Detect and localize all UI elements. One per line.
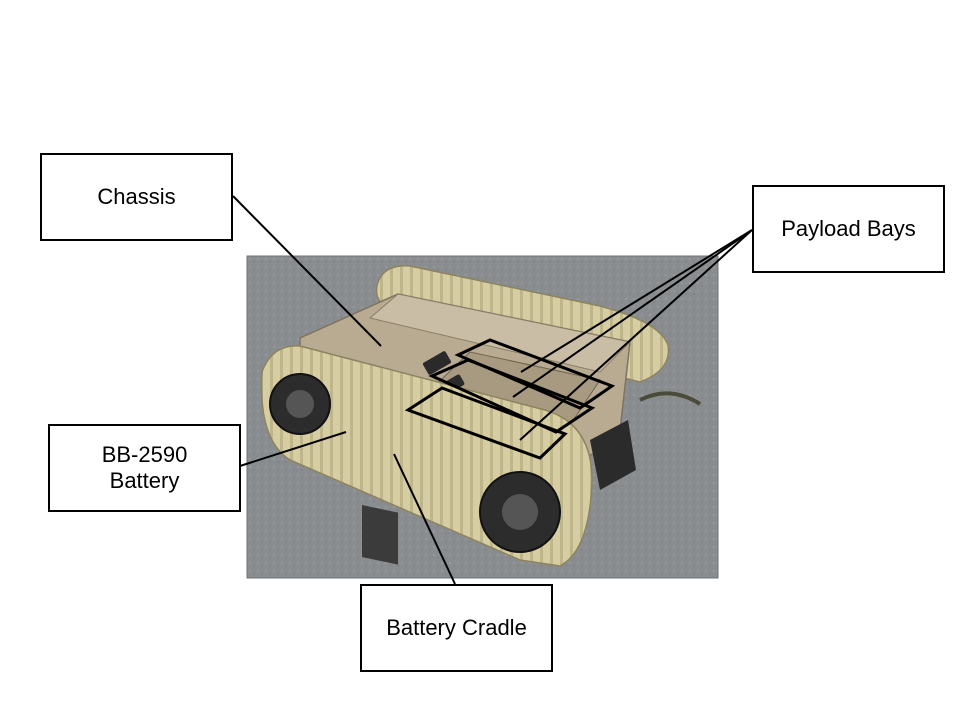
- connector-block: [422, 351, 452, 375]
- payload-leader-line-3: [519, 229, 753, 441]
- battery-callout: BB-2590 Battery: [48, 424, 241, 512]
- battery-cradle-callout: Battery Cradle: [360, 584, 553, 672]
- payload-leader-line-1: [520, 229, 753, 373]
- battery-cradle-label: Battery Cradle: [386, 615, 527, 640]
- payload-bay-outline-1: [454, 338, 616, 410]
- battery-cradle-leader-line: [393, 453, 456, 585]
- chassis-leader-line: [232, 195, 382, 347]
- cable: [639, 391, 702, 406]
- rear-bracket: [590, 420, 636, 490]
- chassis-label: Chassis: [97, 184, 176, 209]
- payload-leader-line-2: [512, 229, 753, 398]
- payload-bay-outline-2: [428, 358, 596, 434]
- payload-bays-label: Payload Bays: [781, 216, 916, 241]
- payload-bay-outline-3: [404, 386, 568, 460]
- chassis-callout: Chassis: [40, 153, 233, 241]
- battery-label-line2: Battery: [109, 468, 180, 493]
- payload-bays-callout: Payload Bays: [752, 185, 945, 273]
- battery-leader-line: [239, 431, 347, 467]
- battery-cradle-plate: [362, 504, 398, 565]
- battery-label-line1: BB-2590: [101, 442, 188, 467]
